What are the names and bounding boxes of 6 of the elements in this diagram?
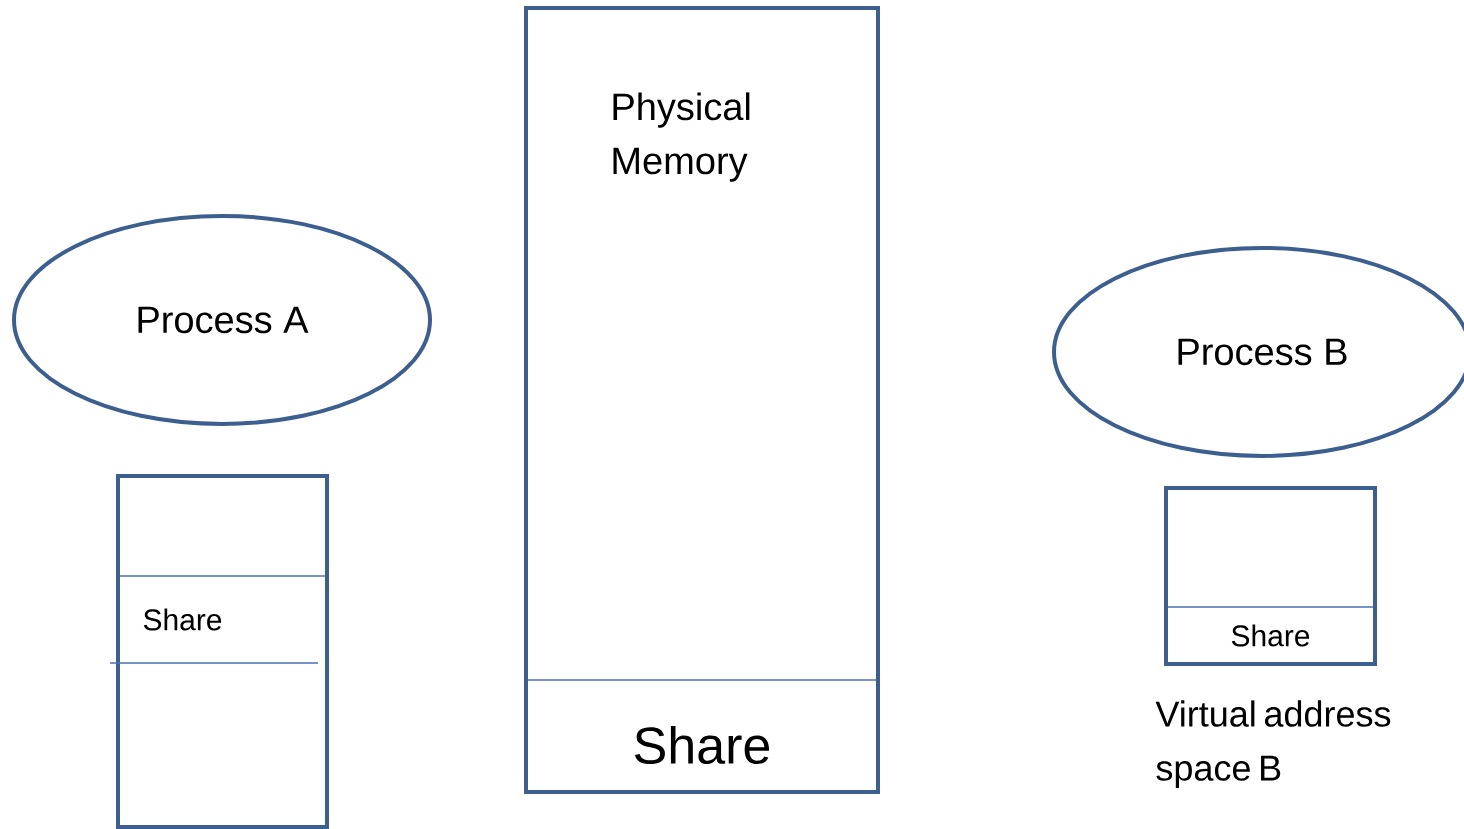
memory-box — [116, 474, 329, 829]
share-region: Share — [635, 725, 770, 765]
memory-box — [1164, 486, 1377, 666]
share-region: Share — [143, 608, 222, 631]
caption-text: Virtual address space B — [1155, 700, 1391, 788]
share-region: Share — [1231, 624, 1310, 647]
